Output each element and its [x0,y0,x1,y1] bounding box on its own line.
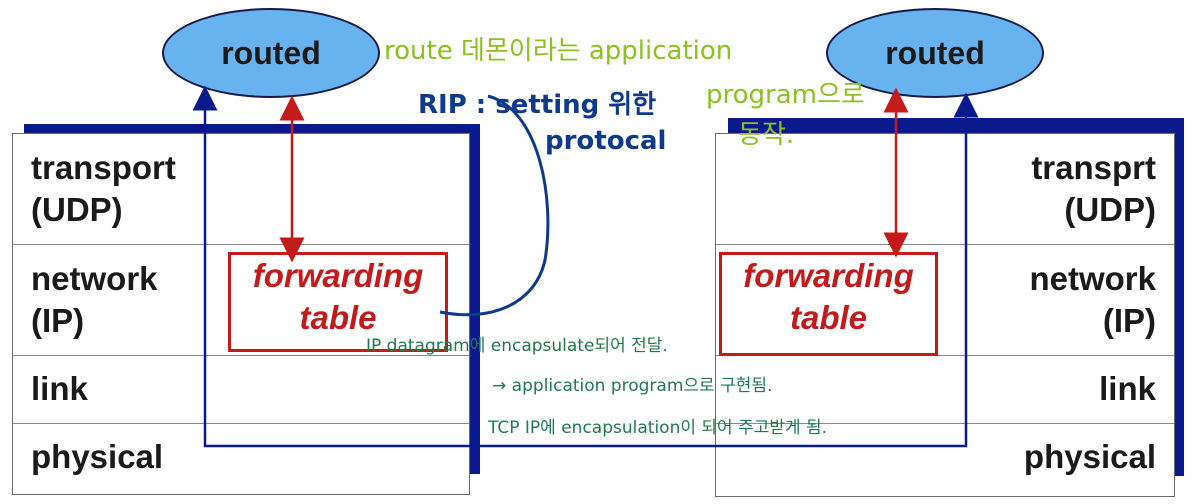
routed-message-path [192,85,979,448]
right-physical-layer: physical [716,424,1174,496]
rip-note: RIP : setting 위한 [418,90,657,120]
tcp-ip-note: TCP IP에 encapsulation이 되어 주고받게 됨. [488,418,828,438]
app-program-note: → application program으로 구현됨. [492,376,773,396]
right-transport-label: transprt (UDP) [1031,149,1156,228]
left-transport-layer: transport (UDP) [13,134,469,245]
rip-handwritten-curve [439,94,550,317]
left-physical-layer: physical [13,424,469,494]
program-note: program으로 [706,80,865,110]
left-link-layer: link [13,356,469,424]
left-routed-label: routed [221,34,321,71]
ip-datagram-note: IP datagram에 encapsulate되어 전달. [366,336,668,356]
left-network-label: network (IP) [31,260,158,339]
right-routed-daemon: routed [826,8,1044,98]
right-link-layer: link [716,356,1174,424]
right-network-layer: network (IP) [716,245,1174,356]
left-link-label: link [31,370,88,407]
right-network-label: network (IP) [1029,260,1156,339]
protocol-note: protocal [545,126,667,156]
left-forwarding-table: forwarding table [228,252,448,352]
left-network-layer: network (IP) [13,245,469,356]
left-transport-label: transport (UDP) [31,149,176,228]
right-link-label: link [1099,370,1156,407]
right-forwarding-table: forwarding table [719,252,938,356]
right-transport-layer: transprt (UDP) [716,134,1174,245]
right-routed-label: routed [885,34,985,71]
right-physical-label: physical [1023,438,1156,475]
left-physical-label: physical [31,438,164,475]
runs-note: 동작. [738,120,795,150]
route-daemon-note: route 데몬이라는 application [384,36,733,66]
